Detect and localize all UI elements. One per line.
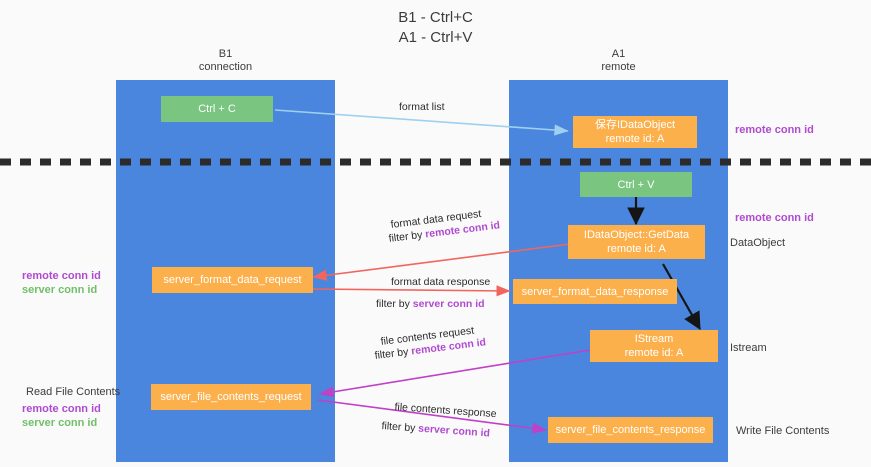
edge-label-format-data-response-filter: filter by server conn id	[376, 298, 485, 310]
note-left-server-conn-id-mid: server conn id	[22, 284, 98, 296]
box-idataobject-line1: 保存IDataObject	[594, 119, 676, 131]
note-right-istream: Istream	[730, 342, 767, 354]
box-server-format-data-request-label: server_format_data_request	[163, 274, 302, 286]
column-header-b1-name: B1	[218, 48, 233, 60]
note-right-write-file-contents: Write File Contents	[736, 425, 830, 437]
edge-label-format-data-response: format data response	[391, 276, 491, 288]
filter-key-server-conn-id: server conn id	[417, 422, 491, 440]
filter-prefix: filter by	[376, 298, 413, 310]
box-server-file-contents-request-label: server_file_contents_request	[160, 391, 302, 403]
box-istream-line1: IStream	[634, 333, 674, 345]
note-right-remote-conn-id-mid: remote conn id	[735, 212, 814, 224]
note-left-remote-conn-id-bottom: remote conn id	[22, 403, 101, 415]
box-getdata-line2: remote id: A	[607, 243, 666, 255]
box-idataobject-getdata[interactable]: IDataObject::GetData remote id: A	[568, 225, 705, 259]
box-idataobject-line2: remote id: A	[605, 133, 665, 145]
filter-key-server-conn-id: server conn id	[412, 298, 485, 310]
edge-label-file-contents-response-filter: filter by server conn id	[381, 420, 490, 440]
title-line-2: A1 - Ctrl+V	[398, 29, 473, 46]
box-ctrl-v[interactable]: Ctrl + V	[580, 172, 692, 197]
box-server-format-data-request[interactable]: server_format_data_request	[152, 267, 313, 293]
box-ctrl-v-label: Ctrl + V	[617, 178, 655, 191]
box-ctrl-c-label: Ctrl + C	[198, 103, 236, 115]
column-header-b1: B1 connection	[116, 48, 335, 74]
note-left-remote-conn-id-mid: remote conn id	[22, 270, 101, 282]
filter-prefix: filter by	[388, 228, 426, 245]
note-right-dataobject: DataObject	[730, 237, 786, 249]
note-left-read-file-contents: Read File Contents	[26, 386, 121, 398]
column-header-a1: A1 remote	[509, 48, 728, 74]
edge-label-file-contents-response: file contents response	[394, 401, 497, 421]
column-header-b1-sub: connection	[198, 61, 253, 73]
box-getdata-line1: IDataObject::GetData	[583, 229, 690, 241]
box-istream[interactable]: IStream remote id: A	[590, 330, 718, 362]
box-server-format-data-response[interactable]: server_format_data_response	[513, 279, 677, 304]
box-idataobject[interactable]: 保存IDataObject remote id: A	[573, 116, 697, 148]
title-line-1: B1 - Ctrl+C	[398, 9, 473, 26]
filter-prefix: filter by	[374, 345, 412, 362]
box-server-file-contents-response[interactable]: server_file_contents_response	[548, 417, 713, 443]
box-server-format-data-response-label: server_format_data_response	[521, 285, 669, 298]
box-server-file-contents-response-label: server_file_contents_response	[555, 424, 706, 436]
box-ctrl-c[interactable]: Ctrl + C	[161, 96, 273, 122]
edge-label-format-list: format list	[399, 101, 445, 113]
note-right-remote-conn-id-top: remote conn id	[735, 124, 814, 136]
filter-prefix: filter by	[381, 420, 419, 435]
box-istream-line2: remote id: A	[624, 347, 684, 359]
box-server-file-contents-request[interactable]: server_file_contents_request	[151, 384, 311, 410]
column-header-a1-sub: remote	[601, 61, 636, 73]
column-header-a1-name: A1	[611, 48, 626, 60]
note-left-server-conn-id-bottom: server conn id	[22, 417, 98, 429]
page-title: B1 - Ctrl+C A1 - Ctrl+V	[0, 8, 871, 48]
arrow-format-data-response	[311, 285, 511, 297]
